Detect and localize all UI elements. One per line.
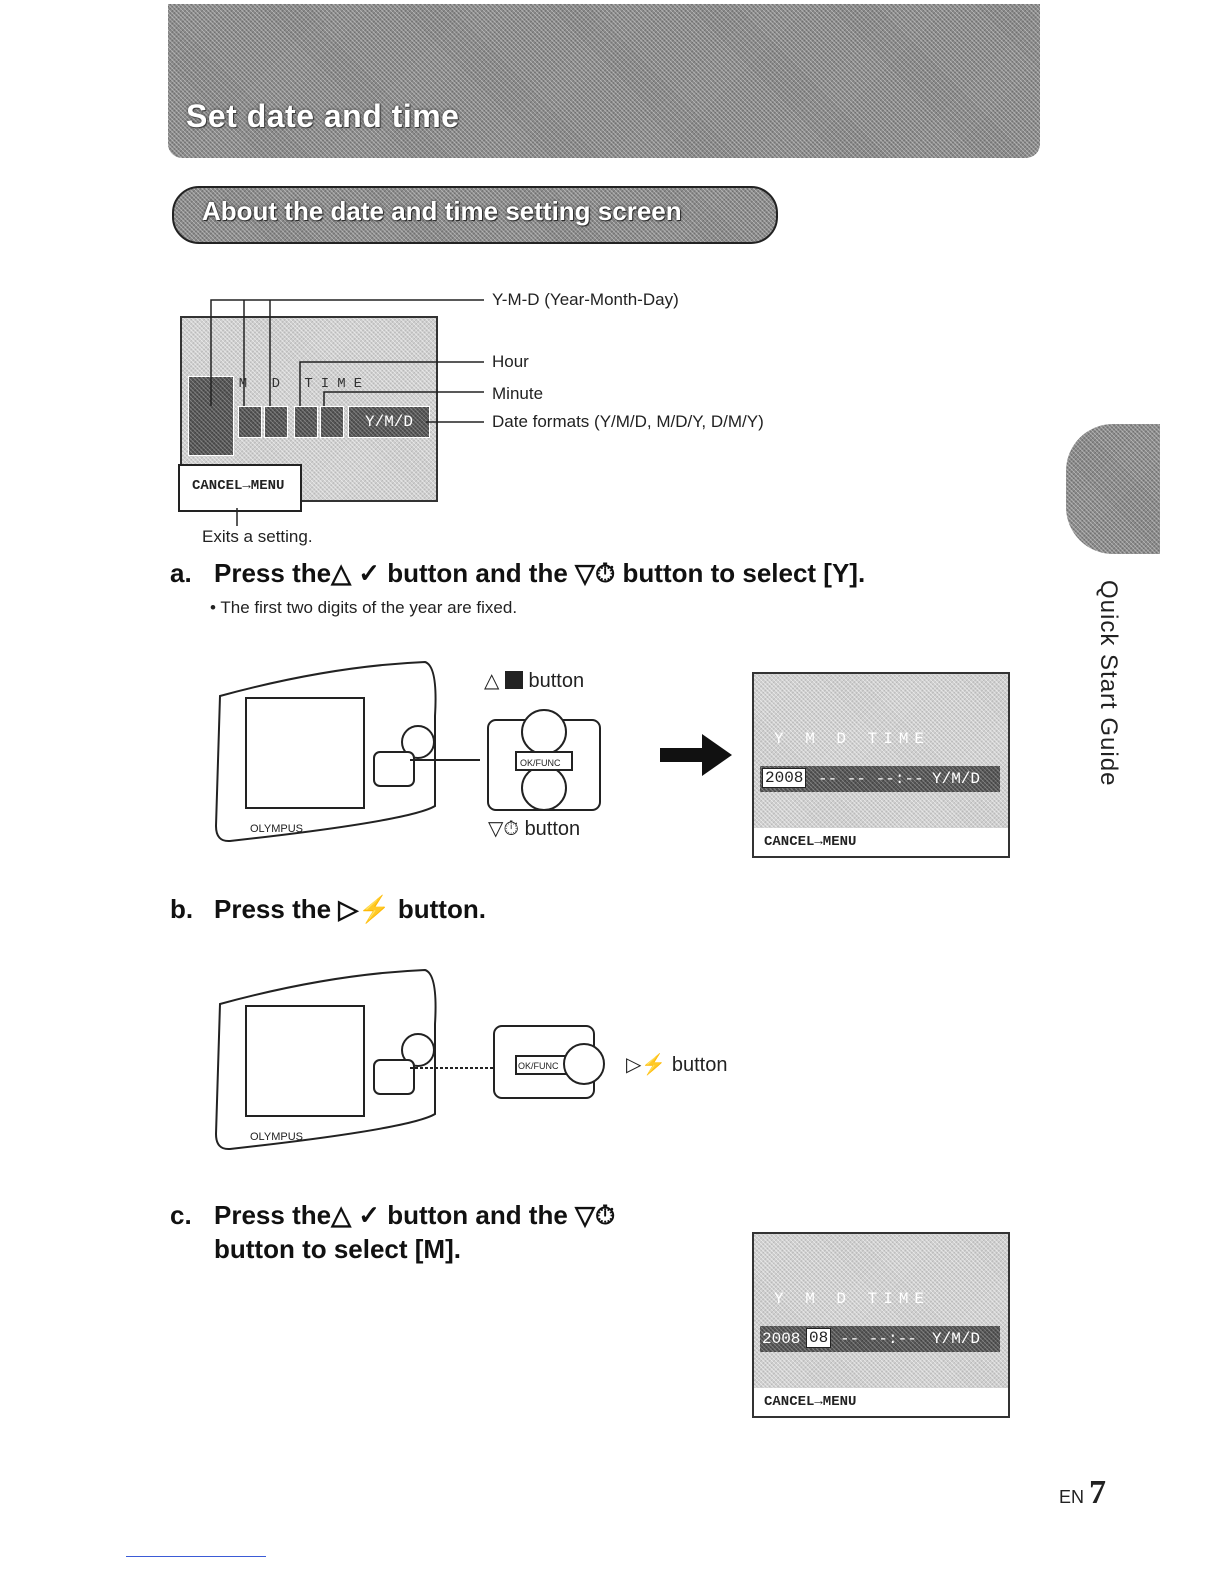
- self-timer-icon: ⏱: [503, 818, 519, 840]
- lcd-c-row: [760, 1326, 1000, 1352]
- step-c-text-line2: button to select [M].: [214, 1234, 461, 1264]
- down-button-text: button: [524, 818, 581, 840]
- diagram-lcd-headers: Y M D TIME: [206, 376, 371, 392]
- lcd-c-headers: Y M D TIME: [774, 1290, 931, 1308]
- footer-lang: EN: [1058, 1487, 1084, 1507]
- lcd-a-cancel: CANCEL→MENU: [764, 834, 857, 850]
- camera-illustration-b: OLYMPUS OK/FUNC: [214, 968, 605, 1151]
- step-a-note-text: The first two digits of the year are fix…: [220, 598, 518, 617]
- sidebar-label: Quick Start Guide: [1095, 580, 1122, 787]
- up-button-text: button: [528, 670, 585, 692]
- diagram-cancel-box: CANCEL→MENU: [178, 464, 302, 512]
- lcd-c-rest: -- --:--: [840, 1330, 917, 1348]
- right-button-text: button: [671, 1054, 728, 1076]
- exposure-icon: [504, 671, 523, 689]
- diagram-lcd-field: [264, 406, 288, 438]
- lcd-a-rest: -- -- --:--: [818, 770, 924, 788]
- page-number: EN 7: [1059, 1474, 1106, 1512]
- camera-brand-a: OLYMPUS: [250, 823, 303, 835]
- footer-rule: [126, 1556, 266, 1557]
- ok-func-label-a: OK/FUNC: [520, 758, 561, 768]
- lcd-c-month: 08: [806, 1328, 832, 1348]
- diagram-leader-lines: [210, 299, 484, 526]
- step-c-text-line1: Press the△ ✓ button and the ▽⏱: [214, 1200, 616, 1230]
- step-a-label: a.: [170, 558, 192, 588]
- step-a-heading: a. Press the△ ✓ button and the ▽⏱ button …: [170, 558, 865, 590]
- diagram-cancel-label: CANCEL→MENU: [192, 478, 285, 494]
- down-button-label: ▽⏱ button: [488, 818, 581, 840]
- callout-ymd: Y-M-D (Year-Month-Day): [492, 290, 679, 309]
- lcd-c-footer: [754, 1388, 1008, 1416]
- step-a-text: Press the△ ✓ button and the ▽⏱ button to…: [214, 558, 866, 588]
- camera-illustration-a: OLYMPUS OK/FUNC: [214, 660, 601, 843]
- step-b-text: Press the ▷⚡ button.: [214, 894, 486, 924]
- callout-exit: Exits a setting.: [202, 527, 313, 546]
- lcd-a-year: 2008: [762, 768, 807, 788]
- flash-icon: ⚡: [641, 1054, 667, 1076]
- right-button-label: ▷⚡ button: [626, 1054, 728, 1076]
- lcd-a-format: Y/M/D: [932, 770, 981, 788]
- lcd-c-year: 2008: [762, 1330, 801, 1348]
- diagram-lcd-field: [238, 406, 262, 438]
- step-c-label: c.: [170, 1200, 192, 1230]
- step-b-heading: b. Press the ▷⚡ button.: [170, 894, 486, 925]
- page-title: Set date and time: [186, 98, 460, 134]
- diagram-lcd-format: Y/M/D: [348, 406, 430, 438]
- section-banner: [172, 186, 778, 244]
- up-button-label: △ button: [484, 670, 585, 692]
- section-title: About the date and time setting screen: [202, 196, 682, 226]
- callout-hour: Hour: [492, 352, 529, 371]
- callout-date-formats: Date formats (Y/M/D, M/D/Y, D/M/Y): [492, 412, 764, 431]
- step-b-label: b.: [170, 894, 194, 924]
- lcd-screen-c: Y M D TIME 2008 08 -- --:-- Y/M/D CANCEL…: [752, 1232, 1010, 1418]
- chapter-tab: [1066, 424, 1160, 554]
- diagram-lcd-field: [294, 406, 318, 438]
- step-c-heading: c. Press the△ ✓ button and the ▽⏱: [170, 1200, 615, 1232]
- lcd-a-headers: Y M D TIME: [774, 730, 931, 748]
- lcd-screen-a: Y M D TIME 2008 -- -- --:-- Y/M/D CANCEL…: [752, 672, 1010, 858]
- lcd-c-cancel: CANCEL→MENU: [764, 1394, 857, 1410]
- lcd-c-format: Y/M/D: [932, 1330, 981, 1348]
- ok-func-label-b: OK/FUNC: [518, 1061, 559, 1071]
- camera-brand-b: OLYMPUS: [250, 1131, 303, 1143]
- header-banner: [168, 4, 1040, 158]
- diagram-lcd-field: [320, 406, 344, 438]
- footer-page: 7: [1089, 1474, 1106, 1511]
- arrow-right-icon: [660, 734, 732, 776]
- callout-minute: Minute: [492, 384, 544, 403]
- lcd-a-footer: [754, 828, 1008, 856]
- step-a-note: • The first two digits of the year are f…: [210, 598, 518, 617]
